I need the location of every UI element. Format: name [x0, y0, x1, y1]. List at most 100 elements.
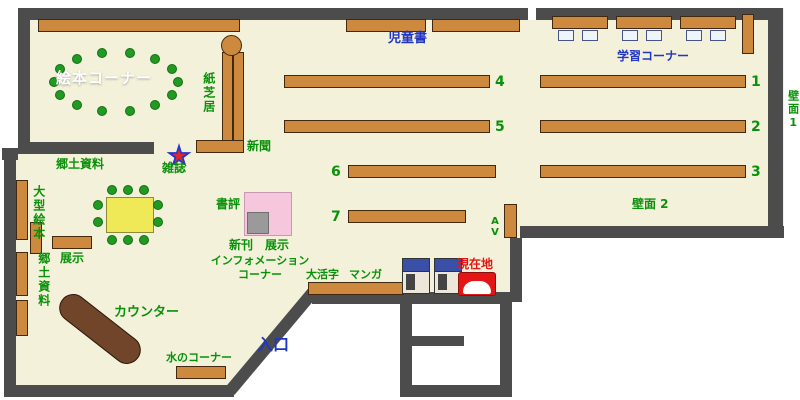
- bookshelf-children-a: [346, 19, 426, 32]
- label-book-review: 書評: [216, 197, 241, 211]
- label-local-materials-top: 郷土資料: [56, 157, 105, 171]
- label-counter: カウンター: [114, 305, 180, 320]
- bookshelf-7: [348, 210, 466, 223]
- vending-machine-top: [435, 259, 461, 272]
- bookshelf-2: [540, 120, 746, 133]
- label-information-line2: コーナー: [238, 268, 282, 281]
- wall-gap: [528, 8, 536, 20]
- label-shelf-5: 5: [495, 119, 505, 135]
- label-display-case: 展示: [265, 238, 290, 252]
- wall-stair-room-bottom: [400, 385, 512, 397]
- label-current-location: 現在地: [457, 257, 494, 271]
- vending-machine-door: [438, 274, 447, 290]
- label-shelf-7: 7: [331, 209, 341, 225]
- seat-dot: [139, 185, 149, 195]
- bookshelf-display: [52, 236, 92, 249]
- label-large-picture-books: 大型絵本: [31, 185, 46, 241]
- bookshelf-4: [284, 75, 490, 88]
- bookshelf-5: [284, 120, 490, 133]
- study-chair: [622, 30, 638, 41]
- vending-machine-door: [406, 274, 415, 290]
- seat-dot: [97, 106, 107, 116]
- label-av: AV: [489, 216, 501, 238]
- seat-dot: [139, 235, 149, 245]
- label-shelf-2: 2: [751, 119, 761, 135]
- study-desk-1: [552, 16, 608, 29]
- seat-dot: [123, 235, 133, 245]
- seat-dot: [97, 48, 107, 58]
- wall-right-section-bottom: [520, 226, 784, 238]
- seat-dot: [173, 77, 183, 87]
- current-location-icon-arc: [463, 281, 491, 294]
- seat-dot: [107, 235, 117, 245]
- seat-dot: [123, 185, 133, 195]
- label-manga: マンガ: [349, 268, 382, 281]
- label-large-print: 大活字: [306, 268, 339, 281]
- reading-table: [106, 197, 154, 233]
- seat-dot: [72, 54, 82, 64]
- seat-dot: [125, 48, 135, 58]
- wall-left-lower: [4, 154, 16, 397]
- seat-dot: [93, 217, 103, 227]
- bookshelf-1: [540, 75, 746, 88]
- seat-dot: [107, 185, 117, 195]
- seat-dot: [125, 106, 135, 116]
- label-shelf-4: 4: [495, 74, 505, 90]
- label-children-books: 児童書: [388, 31, 428, 46]
- wall-stair-room-inner: [412, 336, 464, 346]
- bookshelf-children-b: [432, 19, 520, 32]
- study-chair: [582, 30, 598, 41]
- bookshelf-local-materials-b: [16, 300, 28, 336]
- bookshelf-6: [348, 165, 496, 178]
- label-magazine: 雑誌: [162, 161, 187, 175]
- bookshelf-large-picture-books: [16, 180, 28, 240]
- label-shelf-1: 1: [751, 74, 761, 90]
- label-entrance: 入口: [257, 335, 290, 354]
- seat-dot: [55, 90, 65, 100]
- label-information-line1: インフォメーション: [210, 254, 310, 267]
- study-chair: [646, 30, 662, 41]
- bookshelf-newspaper: [196, 140, 244, 153]
- label-kamishibai: 紙芝居: [201, 72, 216, 114]
- bookshelf-water-corner: [176, 366, 226, 379]
- study-chair: [686, 30, 702, 41]
- seat-dot: [49, 77, 59, 87]
- label-shelf-6: 6: [331, 164, 341, 180]
- bookshelf-local-materials-a: [16, 252, 28, 296]
- seat-dot: [153, 200, 163, 210]
- round-table: [221, 35, 242, 56]
- label-local-materials-left: 郷土資料: [36, 252, 51, 308]
- label-new-books: 新刊: [229, 238, 254, 252]
- bookshelf-av: [504, 204, 517, 238]
- bookshelf-top-right-vertical: [742, 14, 754, 54]
- seat-dot: [153, 217, 163, 227]
- bookshelf-largeprint-manga: [308, 282, 404, 295]
- wall-right: [768, 8, 783, 238]
- bookshelf-top-left: [38, 19, 240, 32]
- bookshelf-kamishibai-a: [222, 52, 233, 148]
- bookshelf-kamishibai-b: [233, 52, 244, 148]
- label-display-shelf: 展示: [60, 251, 85, 265]
- seat-dot: [150, 54, 160, 64]
- seat-dot: [93, 200, 103, 210]
- bookshelf-3: [540, 165, 746, 178]
- wall-stair-room-right: [500, 304, 512, 397]
- seat-dot: [55, 64, 65, 74]
- bookshelf-left-small: [30, 222, 42, 254]
- current-location-icon: [458, 272, 496, 296]
- seat-dot: [72, 100, 82, 110]
- wall-left-upper: [18, 8, 30, 154]
- vending-machine: [402, 258, 430, 294]
- seat-dot: [167, 64, 177, 74]
- study-chair: [558, 30, 574, 41]
- wall-stair-room-left: [400, 304, 412, 397]
- label-water-corner: 水のコーナー: [166, 351, 232, 364]
- label-picture-book-corner: 絵本コーナー: [56, 69, 153, 87]
- seat-dot: [150, 100, 160, 110]
- label-study-corner: 学習コーナー: [617, 49, 690, 63]
- study-desk-2: [616, 16, 672, 29]
- study-desk-3: [680, 16, 736, 29]
- study-chair: [710, 30, 726, 41]
- wall-bottom-left: [4, 385, 234, 397]
